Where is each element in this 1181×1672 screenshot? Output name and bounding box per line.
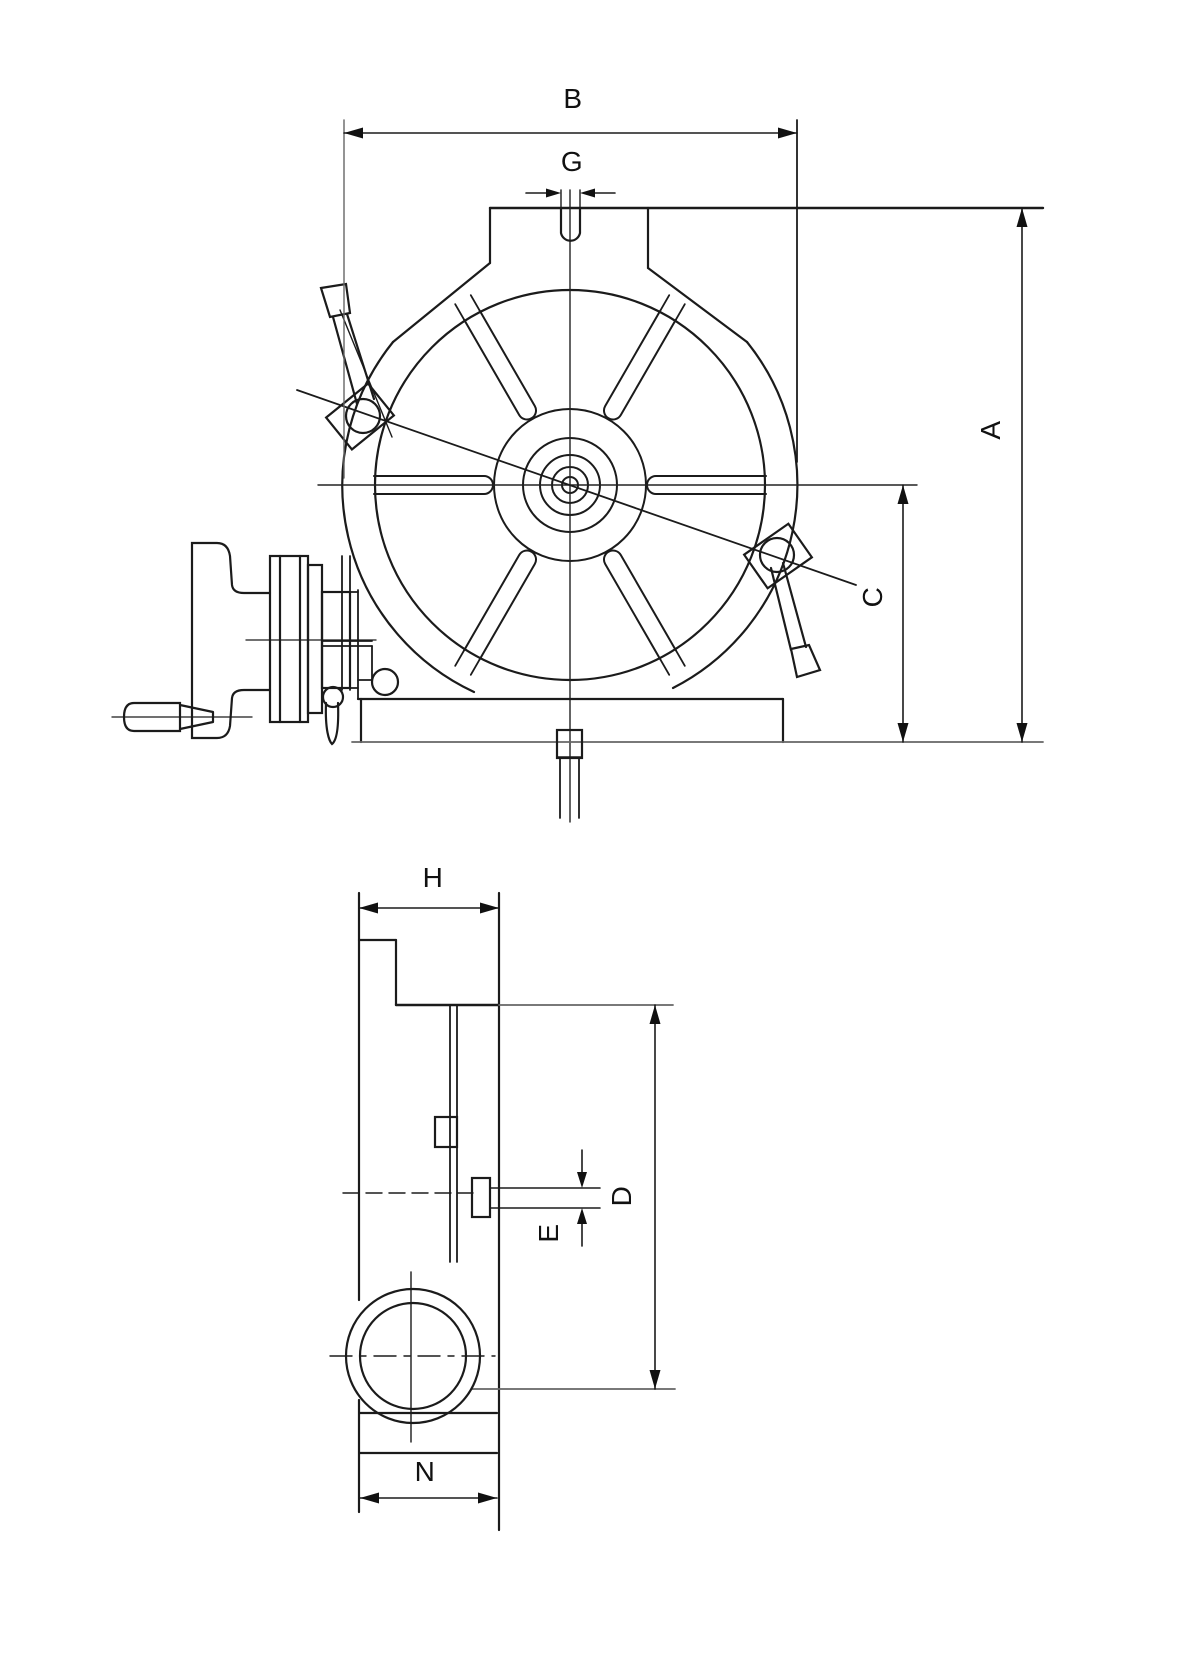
handwheel-assembly <box>111 541 377 746</box>
hanging-pin <box>321 685 345 746</box>
dim-label-g: G <box>560 146 584 177</box>
handwheel-bracket <box>190 541 272 740</box>
dimension-a <box>1016 207 1028 743</box>
clamp-diagonal-line <box>296 389 857 586</box>
handwheel-disc <box>268 554 359 724</box>
dimension-d <box>649 1004 661 1390</box>
worm-housing <box>321 555 373 700</box>
dim-label-d: D <box>606 1185 637 1207</box>
handwheel-end-view <box>329 1271 496 1443</box>
dim-label-n: N <box>414 1456 436 1487</box>
t-key-detail <box>470 1176 601 1219</box>
dimension-h <box>358 902 500 914</box>
front-base <box>351 697 1044 819</box>
dim-label-c: C <box>857 586 888 608</box>
dim-label-a: A <box>975 420 1006 440</box>
dim-label-b: B <box>563 83 583 114</box>
clamp-lever-bottom-right <box>742 522 822 679</box>
front-view <box>111 119 1045 823</box>
dimension-n <box>359 1492 498 1504</box>
dim-label-h: H <box>422 862 444 893</box>
dimension-b <box>343 119 798 479</box>
top-step <box>357 938 674 1007</box>
dim-label-e: E <box>533 1223 564 1243</box>
base-foot <box>358 1411 499 1455</box>
center-lines <box>317 189 918 823</box>
dimension-e <box>577 1149 587 1247</box>
clamp-lever-top-left <box>319 282 396 451</box>
pointer-block <box>433 1115 459 1149</box>
side-view <box>329 891 676 1532</box>
body-hole <box>370 667 400 697</box>
dimension-c <box>897 484 909 743</box>
dimension-g <box>525 188 616 198</box>
body-outline-arcs <box>341 340 799 694</box>
body-top-plate <box>391 206 1045 344</box>
crank-handle <box>111 701 253 733</box>
